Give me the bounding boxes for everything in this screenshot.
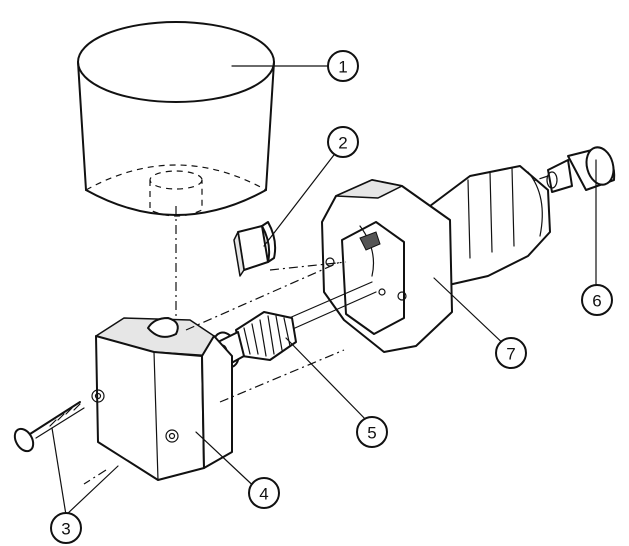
callout-4: 4: [248, 477, 280, 509]
assembly-center-lines: [83, 175, 549, 485]
callout-3: 3: [50, 512, 82, 544]
callout-5: 5: [356, 416, 388, 448]
callout-1: 1: [327, 50, 359, 82]
callout-1-label: 1: [338, 58, 347, 77]
callout-2-label: 2: [338, 134, 347, 153]
part-3-screw: [13, 401, 85, 453]
part-4-block: [91, 317, 233, 481]
callout-4-label: 4: [259, 485, 268, 504]
part-6-nut: [546, 146, 616, 193]
callout-6-label: 6: [592, 292, 601, 311]
callout-6: 6: [581, 284, 613, 316]
part-7-housing: [321, 165, 551, 353]
callout-7: 7: [495, 337, 527, 369]
callout-3-label: 3: [61, 520, 70, 539]
part-1-cup: [77, 21, 275, 217]
leader-lines: [51, 65, 597, 516]
callout-5-label: 5: [367, 424, 376, 443]
callout-2: 2: [327, 126, 359, 158]
part-2-shoe: [233, 221, 277, 277]
callout-7-label: 7: [506, 345, 515, 364]
